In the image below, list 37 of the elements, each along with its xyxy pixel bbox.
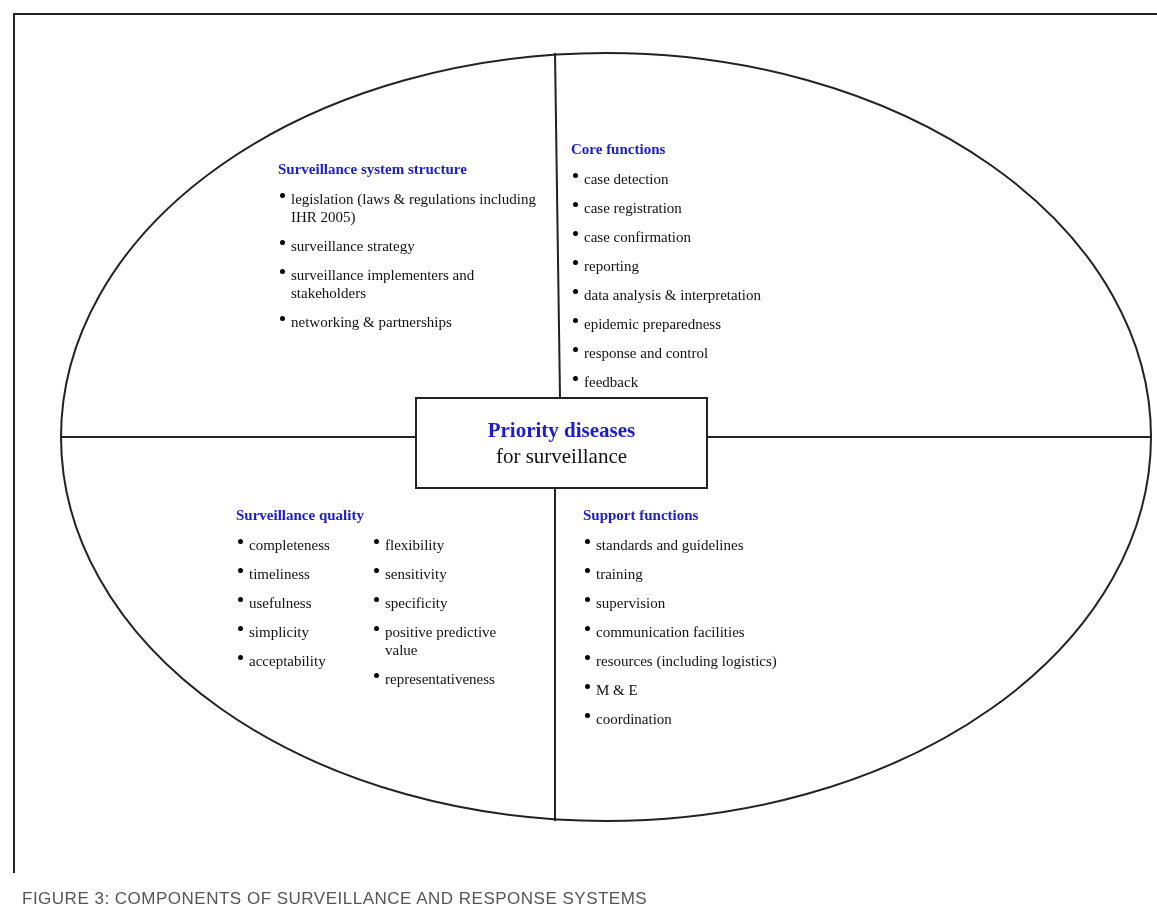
list-item: coordination	[583, 710, 873, 728]
list-item: surveillance strategy	[278, 237, 543, 255]
list-item: sensitivity	[372, 565, 532, 583]
list-item: acceptability	[236, 652, 368, 670]
list-item: networking & partnerships	[278, 313, 543, 331]
list-item: timeliness	[236, 565, 368, 583]
list-item: legislation (laws & regulations including IHR 2005)	[278, 190, 543, 226]
section-heading: Surveillance system structure	[278, 160, 468, 178]
list-item: usefulness	[236, 594, 368, 612]
box-title: Priority diseases	[487, 417, 636, 443]
list-item: supervision	[583, 594, 873, 612]
figure-caption: FIGURE 3: COMPONENTS OF SURVEILLANCE AND RESPONSE SYSTEMS	[22, 888, 648, 910]
list-item: training	[583, 565, 873, 583]
list-item: response and control	[571, 344, 851, 362]
list-item: standards and guidelines	[583, 536, 873, 554]
list-item: case detection	[571, 170, 851, 188]
list-item: data analysis & interpretation	[571, 286, 851, 304]
section-heading: Surveillance quality	[236, 506, 365, 524]
list-item: M & E	[583, 681, 873, 699]
list-item: reporting	[571, 257, 851, 275]
list-item: case confirmation	[571, 228, 851, 246]
list-item: representativeness	[372, 670, 532, 688]
list-item: simplicity	[236, 623, 368, 641]
list-item: completeness	[236, 536, 368, 554]
list-item: specificity	[372, 594, 532, 612]
list-item: feedback	[571, 373, 851, 391]
list-item: positive predictive value	[372, 623, 532, 659]
list-item: case registration	[571, 199, 851, 217]
list-item: resources (including logistics)	[583, 652, 873, 670]
box-subtitle: for surveillance	[495, 443, 628, 469]
list-item: communication facilities	[583, 623, 873, 641]
list-item: epidemic preparedness	[571, 315, 851, 333]
list-item: surveillance implementers and stakeholders	[278, 266, 543, 302]
section-heading: Core functions	[571, 140, 667, 158]
list-item: flexibility	[372, 536, 532, 554]
center-box	[415, 397, 708, 489]
section-heading: Support functions	[583, 506, 700, 524]
